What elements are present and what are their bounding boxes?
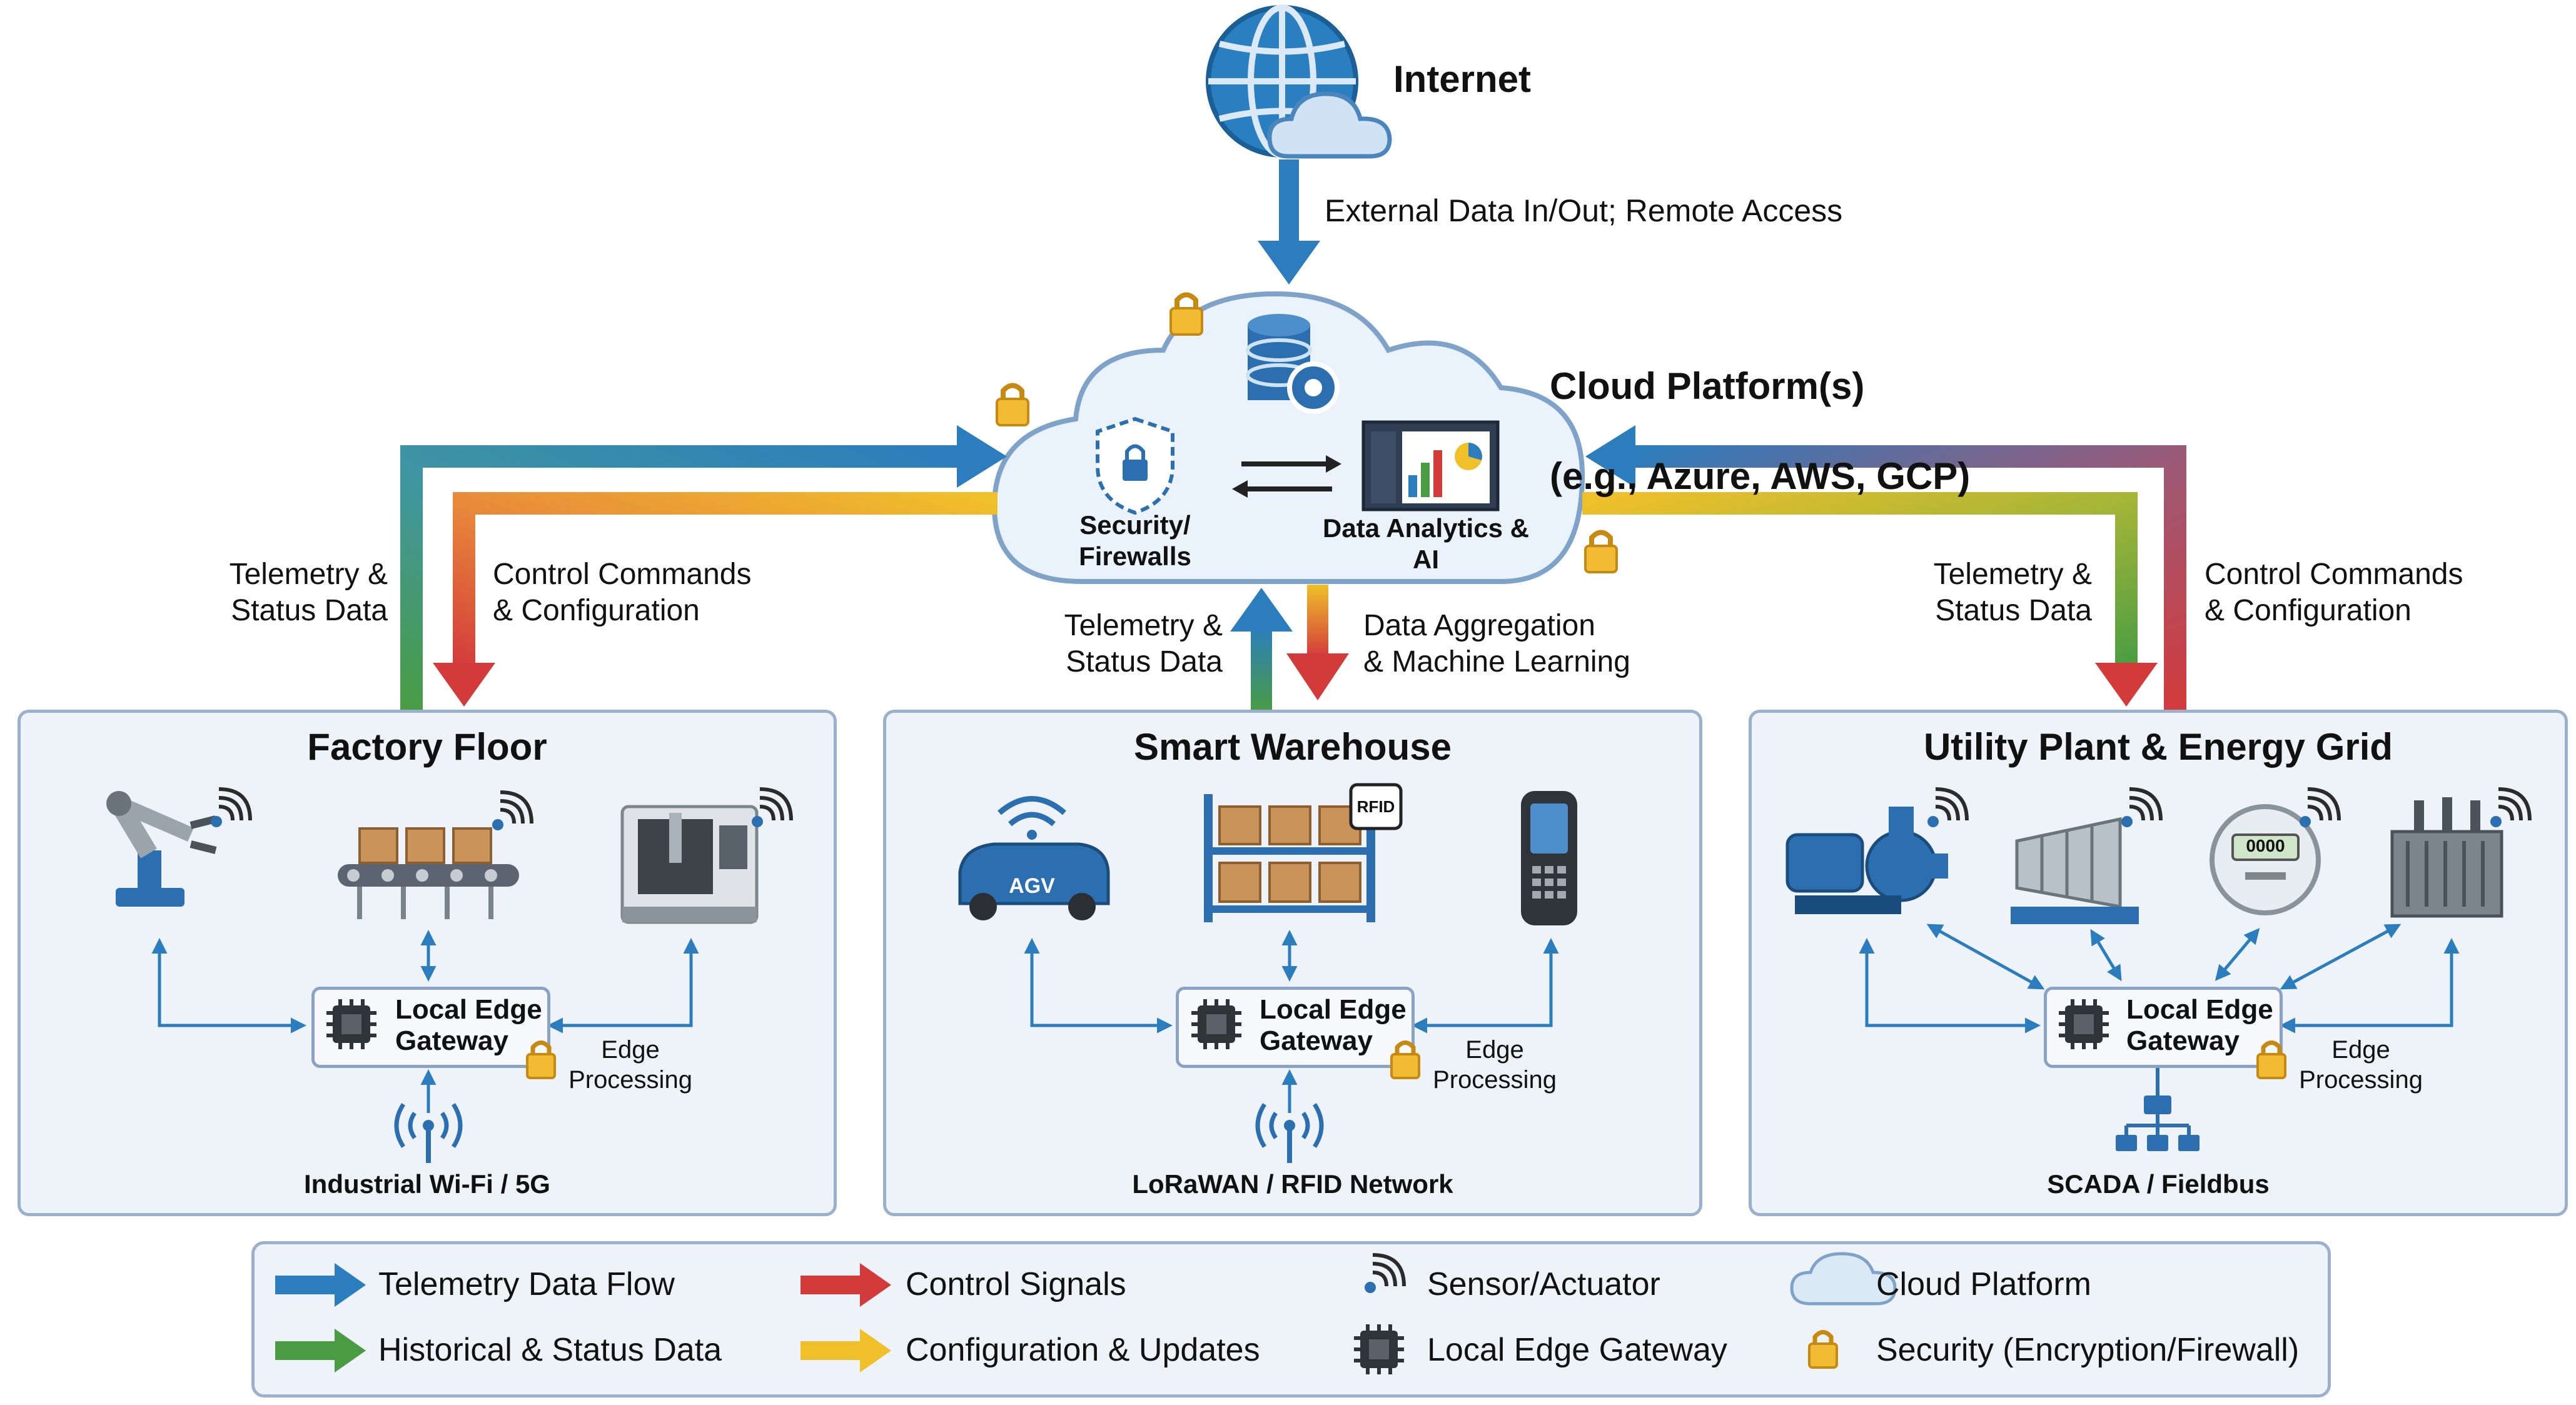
cloud-title-line1: Cloud Platform(s) — [1550, 365, 1865, 407]
legend — [251, 1241, 2331, 1397]
antenna-icon — [397, 1104, 460, 1163]
left-control-flow — [433, 492, 998, 707]
wireless-signal-icon — [752, 789, 791, 827]
database-gear-icon — [1246, 314, 1340, 414]
wireless-signal-icon — [1927, 789, 1967, 827]
legend-chip-icon — [1354, 1324, 1404, 1374]
turbine-icon — [2011, 817, 2139, 924]
transformer-icon — [2390, 797, 2503, 918]
bidirectional-arrows-icon — [1232, 455, 1341, 498]
internet-label: Internet — [1393, 58, 1532, 100]
utility-plant-title: Utility Plant & Energy Grid — [1923, 726, 2393, 768]
antenna-icon — [1258, 1104, 1321, 1163]
agv-label: AGV — [1009, 874, 1055, 898]
lock-icon — [996, 383, 1029, 426]
legend-red-arrow-icon — [801, 1263, 891, 1307]
warehouse-network-label: LoRaWAN / RFID Network — [1132, 1169, 1453, 1199]
robot-arm-icon — [106, 791, 217, 907]
security-label: Security/ Firewalls — [1079, 510, 1191, 571]
legend-label-sensor: Sensor/Actuator — [1427, 1266, 1660, 1302]
utility-connectors — [1859, 924, 2460, 1034]
cloud-title: Cloud Platform(s) (e.g., Azure, AWS, GCP… — [1550, 319, 1970, 499]
legend-label-security: Security (Encryption/Firewall) — [1876, 1332, 2300, 1368]
analytics-label: Data Analytics & AI — [1323, 513, 1529, 574]
mid-telemetry-flow — [1230, 588, 1293, 713]
left-control-label: Control Commands & Configuration — [493, 558, 752, 627]
legend-cloud-icon — [1790, 1252, 1897, 1306]
conveyor-icon — [338, 827, 519, 919]
factory-gateway-label: Local Edge Gateway — [395, 994, 542, 1056]
right-telemetry-flow — [1585, 425, 2186, 713]
factory-connectors — [151, 930, 699, 1113]
wireless-signal-icon — [211, 789, 250, 827]
utility-gateway-label: Local Edge Gateway — [2126, 994, 2273, 1056]
dashboard-icon — [1361, 420, 1500, 511]
mid-telemetry-label: Telemetry & Status Data — [1064, 609, 1223, 678]
smart-meter-icon — [2210, 804, 2321, 915]
legend-yellow-arrow-icon — [801, 1329, 891, 1372]
warehouse-edge-label: Edge Processing — [1433, 1036, 1557, 1094]
legend-label-configuration: Configuration & Updates — [906, 1332, 1260, 1368]
lock-icon — [1169, 292, 1203, 336]
legend-label-control: Control Signals — [906, 1266, 1126, 1302]
utility-edge-label: Edge Processing — [2299, 1036, 2423, 1094]
rfid-label: RFID — [1356, 797, 1395, 816]
wifi-icon — [998, 796, 1066, 840]
handheld-scanner-icon — [1521, 791, 1577, 925]
pump-icon — [1786, 807, 1948, 914]
right-control-flow — [1582, 492, 2158, 707]
legend-green-arrow-icon — [275, 1329, 366, 1372]
factory-floor-title: Factory Floor — [307, 726, 547, 768]
cloud-title-line2: (e.g., Azure, AWS, GCP) — [1550, 455, 1971, 497]
fieldbus-network-icon — [2116, 1063, 2200, 1151]
shield-icon — [1096, 416, 1174, 515]
left-telemetry-label: Telemetry & Status Data — [229, 558, 388, 627]
small-cloud-icon — [1267, 91, 1392, 159]
factory-network-label: Industrial Wi-Fi / 5G — [304, 1169, 550, 1199]
legend-label-cloud: Cloud Platform — [1876, 1266, 2091, 1302]
factory-edge-label: Edge Processing — [568, 1036, 692, 1094]
wireless-signal-icon — [2490, 789, 2530, 827]
legend-label-historical: Historical & Status Data — [378, 1332, 722, 1368]
right-telemetry-label: Telemetry & Status Data — [1933, 558, 2092, 627]
warehouse-connectors — [1024, 930, 1559, 1113]
warehouse-shelf-icon — [1204, 783, 1403, 922]
mid-aggregation-label: Data Aggregation & Machine Learning — [1363, 609, 1630, 678]
meter-display-label: 0000 — [2246, 836, 2285, 855]
internet-link-label: External Data In/Out; Remote Access — [1325, 193, 1843, 228]
legend-label-gateway: Local Edge Gateway — [1427, 1332, 1727, 1368]
right-control-label: Control Commands & Configuration — [2205, 558, 2463, 627]
cnc-machine-icon — [620, 805, 759, 924]
lock-icon — [1584, 530, 1618, 573]
wireless-signal-icon — [2300, 789, 2339, 827]
legend-lock-icon — [1809, 1332, 1837, 1368]
legend-wireless-signal-icon — [1365, 1255, 1404, 1293]
agv-icon — [958, 842, 1110, 920]
legend-label-telemetry: Telemetry Data Flow — [378, 1266, 675, 1302]
internet-link-arrow — [1258, 159, 1320, 285]
utility-network-label: SCADA / Fieldbus — [2047, 1169, 2270, 1199]
left-telemetry-flow — [400, 425, 1007, 713]
warehouse-gateway-label: Local Edge Gateway — [1260, 994, 1407, 1056]
wireless-signal-icon — [2121, 789, 2161, 827]
legend-blue-arrow-icon — [275, 1263, 366, 1307]
wireless-signal-icon — [492, 792, 532, 830]
smart-warehouse-title: Smart Warehouse — [1134, 726, 1452, 768]
mid-aggregation-flow — [1286, 585, 1349, 700]
